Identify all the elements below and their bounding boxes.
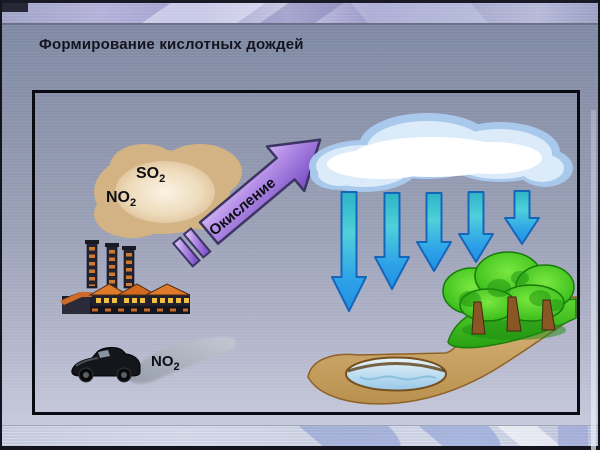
pond-waves bbox=[359, 375, 437, 381]
diagram-frame bbox=[32, 90, 580, 415]
trees-icon bbox=[442, 251, 575, 340]
rain-arrow-icon bbox=[458, 191, 494, 263]
right-edge-bevel bbox=[591, 110, 596, 450]
emission-smoke-cloud-icon: SO2 NO2 bbox=[94, 144, 242, 238]
rain-cloud-icon bbox=[309, 113, 573, 192]
no2-label: NO2 bbox=[106, 189, 136, 209]
factory-windows bbox=[96, 298, 189, 303]
factory-chimneys bbox=[85, 240, 136, 289]
decor-swirl bbox=[291, 426, 423, 446]
car-icon bbox=[71, 347, 141, 383]
decor-corner bbox=[2, 3, 28, 12]
so2-label: SO2 bbox=[136, 165, 165, 185]
rain-arrows bbox=[331, 190, 540, 312]
decor-swirl bbox=[558, 426, 588, 446]
slide-title: Формирование кислотных дождей bbox=[39, 36, 304, 53]
rain-arrow-icon bbox=[331, 191, 367, 312]
rain-arrow-icon bbox=[416, 192, 452, 272]
car-exhaust-plume-icon: NO2 bbox=[127, 337, 236, 384]
landscape bbox=[307, 251, 577, 405]
rain-arrow-icon bbox=[504, 190, 540, 245]
bottom-decoration-band bbox=[2, 425, 598, 450]
pond-rim bbox=[347, 362, 446, 373]
factory-icon bbox=[60, 240, 191, 314]
car-no2-label: NO2 bbox=[151, 353, 180, 373]
rain-arrow-icon bbox=[374, 192, 410, 290]
top-decoration-band bbox=[2, 0, 598, 25]
